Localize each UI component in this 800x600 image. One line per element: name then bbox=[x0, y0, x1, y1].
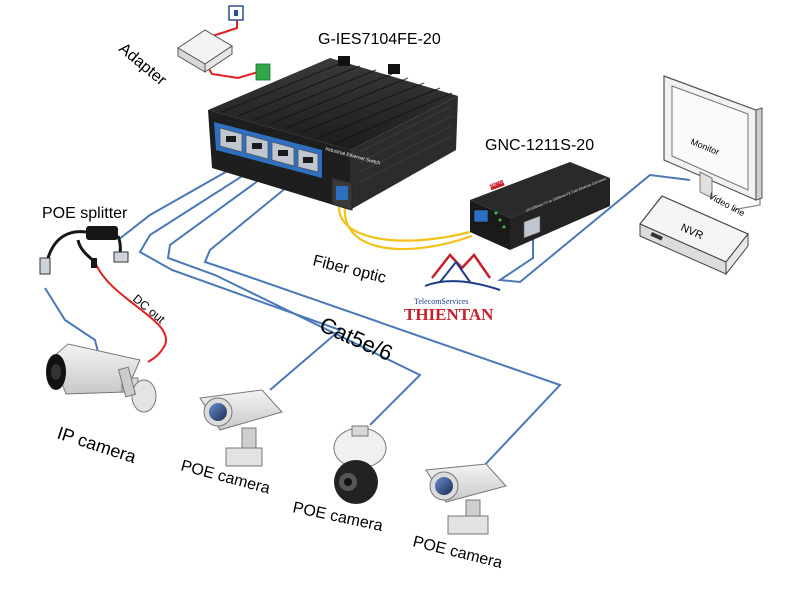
nvr-device: NVR bbox=[639, 195, 749, 276]
adapter-label: Adapter bbox=[115, 40, 169, 89]
fiber-optic-label: Fiber optic bbox=[311, 252, 388, 287]
monitor-device: Monitor bbox=[663, 75, 763, 201]
logo-name: THIENTAN bbox=[404, 305, 494, 324]
cable-converter-to-nvr bbox=[497, 173, 691, 284]
cat-cables bbox=[44, 164, 691, 471]
media-converter: GNETCOM 10/100Base-TX to 100Base-FX Fast… bbox=[470, 162, 610, 250]
poe-camera-3-label: POE camera bbox=[411, 533, 504, 572]
cable-splitter-to-ipcamera bbox=[44, 287, 99, 353]
poe-camera-2-icon bbox=[333, 425, 387, 504]
dc-out-cable bbox=[94, 261, 167, 363]
video-line-label: Video line bbox=[707, 191, 746, 218]
ip-camera-label: IP camera bbox=[55, 423, 140, 468]
power-outlet-icon bbox=[228, 5, 244, 21]
converter-brand: GNETCOM bbox=[488, 177, 509, 189]
cable-switch-to-camera1 bbox=[138, 167, 342, 391]
power-cables bbox=[94, 18, 259, 363]
cable-switch-to-camera2 bbox=[166, 171, 422, 426]
poe-splitter-label: POE splitter bbox=[42, 205, 128, 222]
poe-camera-1-icon bbox=[199, 389, 283, 467]
poe-splitter-device bbox=[39, 226, 129, 275]
poe-camera-2-label: POE camera bbox=[291, 499, 384, 535]
cable-type-label: Cat5e/6 bbox=[316, 312, 397, 366]
fiber-line-2 bbox=[343, 204, 473, 251]
cable-switch-to-splitter bbox=[117, 164, 239, 241]
thientan-logo: TelecomServices THIENTAN bbox=[404, 253, 501, 324]
dc-out-label: DC out bbox=[130, 292, 168, 327]
fiber-line-1 bbox=[337, 199, 471, 242]
ip-camera-icon bbox=[46, 343, 157, 413]
cable-switch-to-camera3 bbox=[203, 177, 562, 471]
industrial-switch: Industrial Ethernet Switch bbox=[208, 56, 458, 211]
adapter-icon bbox=[177, 29, 233, 73]
poe-camera-3-icon bbox=[425, 463, 507, 535]
power-outlet-to-adapter bbox=[211, 18, 238, 37]
switch-model-label: G-IES7104FE-20 bbox=[318, 31, 441, 48]
logo-small-text: TelecomServices bbox=[414, 297, 469, 306]
converter-model-label: GNC-1211S-20 bbox=[485, 137, 594, 154]
fiber-cables bbox=[337, 199, 473, 251]
